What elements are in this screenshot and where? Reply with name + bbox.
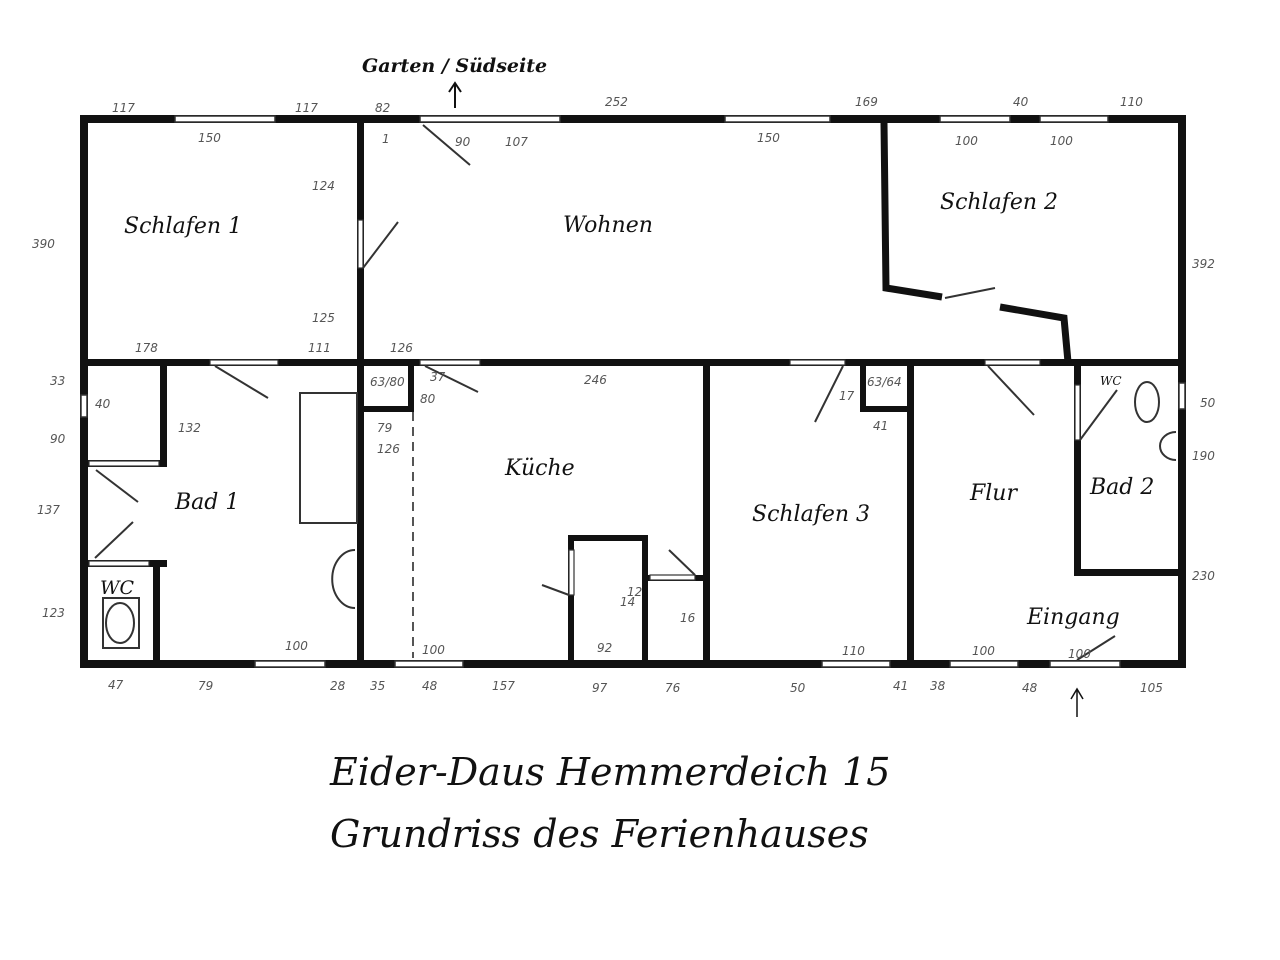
dim-interior: 79 — [377, 421, 392, 435]
dim-bottom: 28 — [330, 679, 346, 693]
dim-bottom: 157 — [492, 679, 515, 693]
dim-right: 190 — [1192, 449, 1215, 463]
dim-interior: 63/64 — [867, 375, 902, 389]
dim-interior: 126 — [390, 341, 413, 355]
dim-bottom-inner: 100 — [972, 644, 995, 658]
dim-top: 110 — [1120, 95, 1143, 109]
dim-bottom-inner: 100 — [422, 643, 445, 657]
dim-top: 40 — [1013, 95, 1029, 109]
room-label-schlafen-2: Schlafen 2 — [940, 190, 1058, 215]
interior-walls — [80, 115, 1186, 668]
dim-bottom: 97 — [592, 681, 608, 695]
dim-bottom: 41 — [893, 679, 908, 693]
dim-top: 82 — [375, 101, 390, 115]
dim-interior: 40 — [95, 397, 111, 411]
dim-interior: 124 — [312, 179, 335, 193]
dim-top-inner: 107 — [505, 135, 528, 149]
dim-top-inner: 150 — [757, 131, 780, 145]
toilet-icon — [105, 602, 135, 644]
room-label-wc-1: WC — [100, 577, 135, 599]
dim-top-inner: 90 — [455, 135, 471, 149]
dim-interior: 111 — [308, 341, 331, 355]
dim-left: 90 — [50, 432, 66, 446]
dim-bottom: 76 — [665, 681, 681, 695]
dim-interior: 178 — [135, 341, 158, 355]
dim-bottom-inner: 110 — [842, 644, 865, 658]
dim-interior: 132 — [178, 421, 201, 435]
dim-bottom: 105 — [1140, 681, 1163, 695]
windows — [80, 115, 1186, 668]
dim-right: 50 — [1200, 396, 1216, 410]
dim-bottom: 50 — [790, 681, 806, 695]
entrance-arrow-icon — [1070, 687, 1084, 717]
dim-interior: 126 — [377, 442, 400, 456]
dim-interior: 16 — [680, 611, 696, 625]
dim-interior: 63/80 — [370, 375, 405, 389]
dim-left: 137 — [37, 503, 60, 517]
dim-right: 230 — [1192, 569, 1215, 583]
dim-bottom: 38 — [930, 679, 946, 693]
dim-bottom: 79 — [198, 679, 213, 693]
dim-left: 123 — [42, 606, 65, 620]
dim-interior: 125 — [312, 311, 335, 325]
caption-subtitle: Grundriss des Ferienhauses — [330, 812, 869, 856]
dim-top: 117 — [295, 101, 318, 115]
room-label-flur: Flur — [969, 481, 1018, 506]
north-arrow-icon — [448, 81, 462, 108]
dim-bottom: 48 — [1022, 681, 1038, 695]
room-label-schlafen-3: Schlafen 3 — [752, 502, 870, 527]
compass-label: Garten / Südseite — [362, 55, 547, 77]
dim-interior: 80 — [420, 392, 436, 406]
dim-top-inner: 100 — [955, 134, 978, 148]
door-swings — [94, 124, 1118, 661]
room-label-eingang: Eingang — [1026, 605, 1120, 630]
toilet-icon-2 — [1134, 381, 1160, 423]
dim-top: 169 — [855, 95, 878, 109]
dim-bottom-inner: 100 — [285, 639, 308, 653]
dim-interior: 246 — [584, 373, 607, 387]
dim-bottom-inner: 92 — [597, 641, 612, 655]
door-frames — [88, 219, 1081, 596]
dim-bottom: 47 — [108, 678, 124, 692]
room-label-wc-2: WC — [1100, 374, 1122, 388]
dim-left: 33 — [50, 374, 65, 388]
dim-bottom: 48 — [422, 679, 438, 693]
dim-interior: 14 — [620, 595, 635, 609]
dim-interior: 37 — [430, 370, 446, 384]
dim-right: 392 — [1192, 257, 1215, 271]
dim-top: 252 — [605, 95, 628, 109]
dim-bottom: 35 — [370, 679, 385, 693]
sink-icon — [331, 549, 356, 609]
dim-left: 390 — [32, 237, 55, 251]
dim-interior: 41 — [873, 419, 888, 433]
fixtures — [102, 381, 1177, 649]
sink-icon-2 — [1159, 431, 1177, 461]
room-label-wohnen: Wohnen — [563, 213, 653, 238]
room-label-kueche: Küche — [504, 456, 575, 481]
bathtub-icon — [299, 392, 358, 524]
dim-interior: 12 — [627, 585, 642, 599]
room-label-bad-2: Bad 2 — [1089, 475, 1154, 500]
room-label-bad-1: Bad 1 — [174, 490, 239, 515]
dim-bottom-inner: 100 — [1068, 647, 1091, 661]
dim-interior: 17 — [839, 389, 855, 403]
dim-top-inner: 1 — [382, 132, 390, 146]
dim-top-inner: 100 — [1050, 134, 1073, 148]
room-label-schlafen-1: Schlafen 1 — [124, 214, 242, 239]
dim-top-inner: 150 — [198, 131, 221, 145]
caption-title: Eider-Daus Hemmerdeich 15 — [330, 750, 891, 794]
dim-top: 117 — [112, 101, 135, 115]
